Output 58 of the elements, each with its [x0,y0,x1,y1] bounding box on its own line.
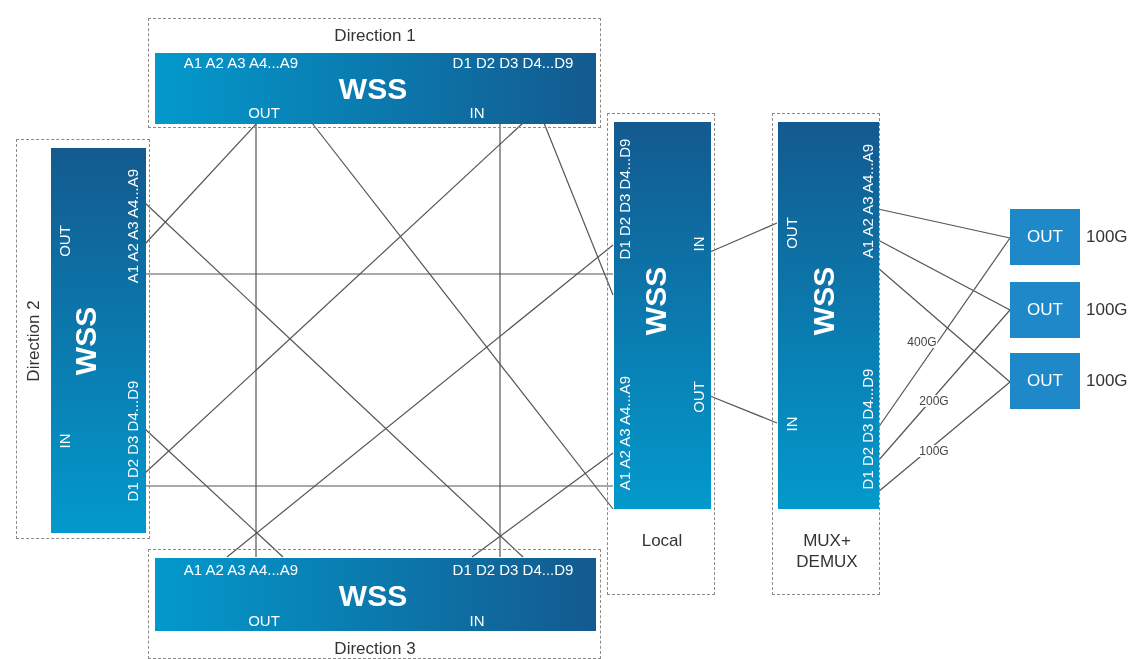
rate-label: 100G [1086,371,1128,391]
group-frame [148,549,601,659]
wss-module [614,122,711,509]
port-label: IN [469,104,485,120]
edge-label: 100G [918,445,950,457]
wss-module [51,148,146,533]
connector-line [471,452,614,558]
connector-line [543,122,614,296]
wss-module [778,122,879,509]
port-label: IN [690,236,706,252]
connector-line [255,122,257,558]
module-title: WSS [71,306,101,376]
group-frame [148,18,601,128]
port-label: OUT [1027,227,1063,247]
port-label: D1 D2 D3 D4...D9 [452,561,574,577]
module-title: WSS [641,266,671,336]
connector-line [499,122,501,558]
group-frame [772,113,880,595]
port-label: D1 D2 D3 D4...D9 [616,138,632,260]
port-label: A1 A2 A3 A4...A9 [124,168,140,284]
group-label: Direction 2 [23,300,45,382]
port-label: OUT [56,225,72,257]
group-label: Direction 1 [334,25,416,47]
port-label: IN [783,416,799,432]
group-frame [16,139,150,539]
group-label: MUX+ DEMUX [795,529,859,573]
port-label: OUT [248,612,280,628]
group-label: Local [641,530,683,552]
connector-line [311,122,614,510]
port-label: IN [56,433,72,449]
port-label: D1 D2 D3 D4...D9 [859,368,875,490]
port-label: A1 A2 A3 A4...A9 [616,375,632,491]
module-title: WSS [338,581,408,611]
rate-label: 100G [1086,227,1128,247]
output-port-box [1010,209,1080,265]
port-label: D1 D2 D3 D4...D9 [124,380,140,502]
port-label: A1 A2 A3 A4...A9 [183,561,299,577]
port-label: D1 D2 D3 D4...D9 [452,54,574,70]
output-port-box [1010,353,1080,409]
port-label: OUT [1027,371,1063,391]
module-title: WSS [338,74,408,104]
port-label: OUT [690,381,706,413]
port-label: OUT [1027,300,1063,320]
port-label: OUT [248,104,280,120]
edge-label: 200G [918,395,950,407]
wss-module [155,558,596,631]
group-label: Direction 3 [334,638,416,659]
output-port-box [1010,282,1080,338]
port-label: OUT [783,217,799,249]
edge-label: 400G [906,336,938,348]
port-label: A1 A2 A3 A4...A9 [183,54,299,70]
group-frame [607,113,715,595]
module-title: WSS [809,266,839,336]
port-label: IN [469,612,485,628]
port-label: A1 A2 A3 A4...A9 [859,143,875,259]
wss-module [155,53,596,124]
connector-line [226,244,614,558]
rate-label: 100G [1086,300,1128,320]
